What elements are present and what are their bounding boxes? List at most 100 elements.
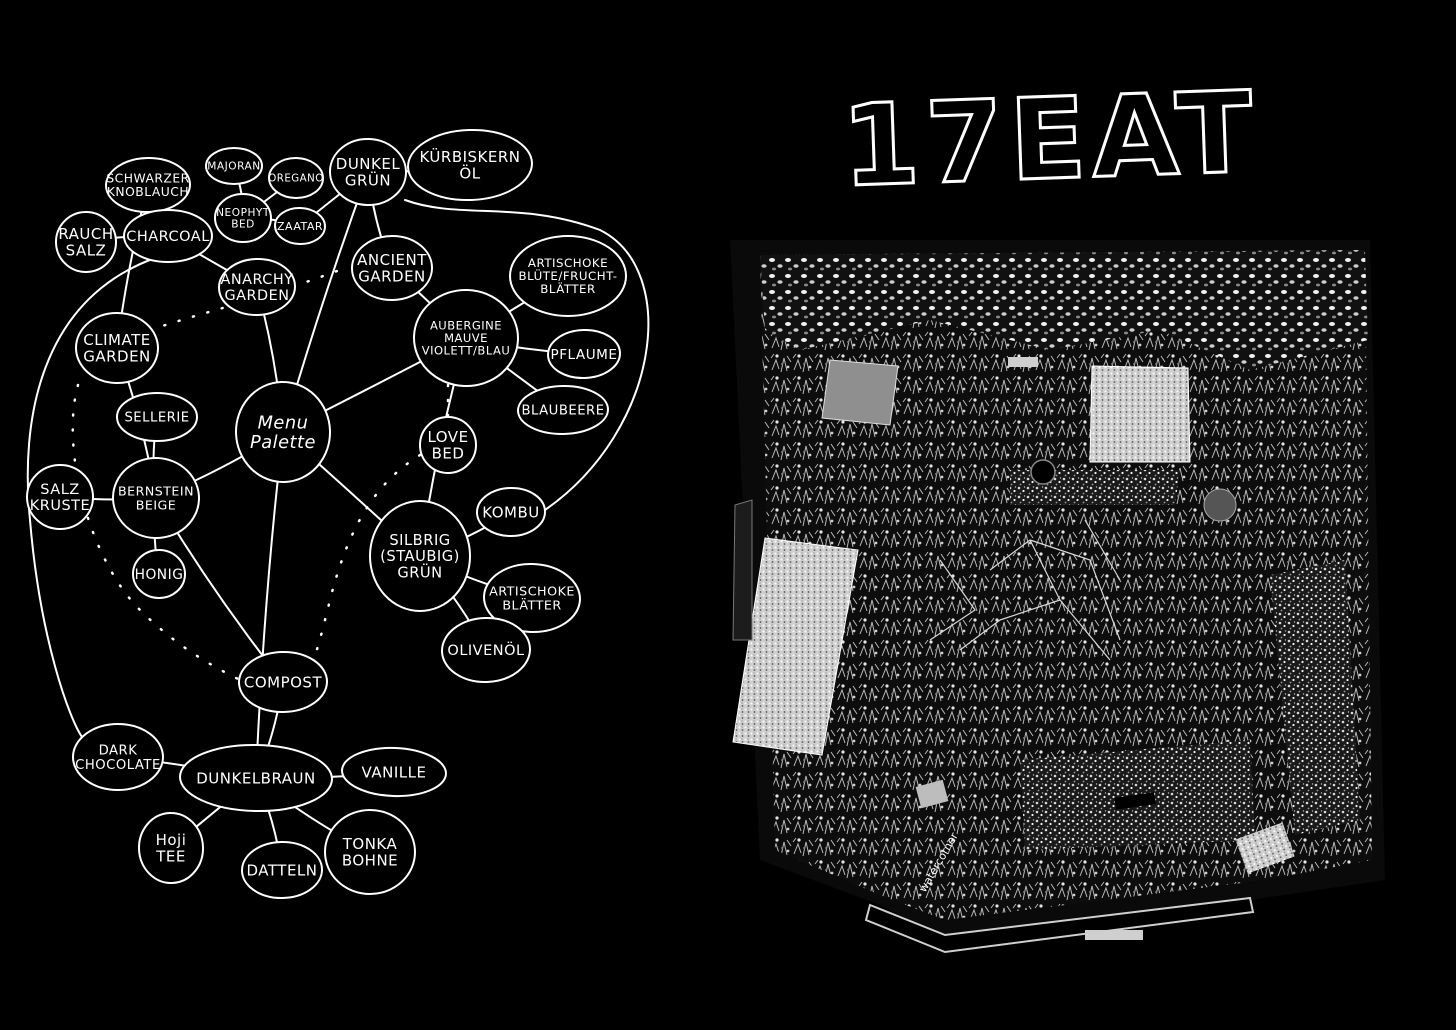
node-pflaume: PFLAUME xyxy=(547,328,621,380)
raised-bed-top-right xyxy=(1089,365,1191,463)
node-lovebed-label: BED xyxy=(432,445,465,463)
node-anarchy-label: GARDEN xyxy=(225,288,290,304)
wall-left xyxy=(732,499,753,641)
node-kuerbis-label: ÖL xyxy=(459,164,480,183)
node-pflaume-bubble xyxy=(547,328,621,380)
node-datteln: DATTELN xyxy=(241,840,323,900)
node-honig-label: HONIG xyxy=(135,567,184,583)
node-salzkruste-label: KRUSTE xyxy=(30,498,90,514)
node-darkchoc-label: DARK xyxy=(99,743,138,758)
node-aubergine-bubble xyxy=(413,288,519,388)
node-aubergine-label: MAUVE xyxy=(444,331,488,345)
node-ancient-label: GARDEN xyxy=(358,268,426,286)
bottom-sign xyxy=(1085,930,1143,940)
node-ancient-bubble xyxy=(351,234,433,302)
node-kombu-label: KOMBU xyxy=(482,503,540,521)
node-silbrig: SILBRIG(STAUBIG)GRÜN xyxy=(369,500,471,612)
node-majoran-bubble xyxy=(205,147,263,185)
crate-bottom xyxy=(915,779,949,809)
node-neophyt-bubble xyxy=(214,192,272,244)
node-tonka-label: BOHNE xyxy=(342,852,398,870)
node-blaubeere-bubble xyxy=(517,384,609,436)
node-hojitee-bubble xyxy=(137,812,205,884)
node-climate-label: GARDEN xyxy=(83,348,151,366)
node-honig: HONIG xyxy=(132,548,186,600)
node-climate-bubble xyxy=(75,311,159,385)
node-pflaume-label: PFLAUME xyxy=(551,347,618,363)
node-zaatar-bubble xyxy=(274,206,326,246)
node-bernstein-bubble xyxy=(112,456,200,540)
node-artischocke_bluete-label: BLÜTE/FRUCHT- xyxy=(519,267,618,283)
node-anarchy-label: ANARCHY xyxy=(221,272,294,288)
node-silbrig-label: SILBRIG xyxy=(389,532,450,549)
node-artischocke_bluete-label: BLÄTTER xyxy=(540,281,595,296)
dotted-path-silbrig xyxy=(308,453,422,667)
node-silbrig-label: GRÜN xyxy=(397,563,442,581)
black-pot xyxy=(1030,459,1056,485)
node-salzkruste-label: SALZ xyxy=(40,482,79,498)
node-olivenoel: OLIVENÖL xyxy=(441,616,531,684)
node-kuerbis-bubble xyxy=(407,128,533,202)
node-compost-bubble xyxy=(238,650,328,714)
node-silbrig-bubble xyxy=(369,500,471,612)
node-oregano: OREGANO xyxy=(268,156,324,200)
raised-bed-top-left xyxy=(821,359,899,426)
crate-right xyxy=(1235,822,1295,874)
node-compost-label: COMPOST xyxy=(244,673,323,691)
node-ancient-label: ANCIENT xyxy=(357,251,427,269)
node-darkchoc-label: CHOCOLATE xyxy=(75,758,161,773)
node-oregano-bubble xyxy=(268,156,324,200)
node-dunkelgruen-bubble xyxy=(329,137,407,207)
node-dunkelgruen-label: DUNKEL xyxy=(336,155,401,173)
node-bernstein-label: BEIGE xyxy=(136,497,177,512)
node-climate-label: CLIMATE xyxy=(83,331,150,349)
node-sellerie-label: SELLERIE xyxy=(124,411,189,426)
node-majoran-label: MAJORAN xyxy=(207,161,260,173)
dotted-path-left xyxy=(71,383,242,682)
gravel-strip-right xyxy=(1270,560,1360,835)
outer-loop-right xyxy=(404,199,650,511)
node-aubergine-label: AUBERGINE xyxy=(430,318,502,332)
raised-bed-left xyxy=(732,537,859,756)
node-silbrig-label: (STAUBIG) xyxy=(380,548,460,565)
bottom-ledge xyxy=(864,896,1255,954)
node-hojitee-label: TEE xyxy=(155,848,186,866)
node-menu-label: Palette xyxy=(250,432,316,453)
node-datteln-label: DATTELN xyxy=(247,861,318,879)
node-dunkelbraun-bubble xyxy=(179,743,333,813)
node-olivenoel-label: OLIVENÖL xyxy=(447,641,524,659)
node-rauch-bubble xyxy=(55,211,117,273)
node-majoran: MAJORAN xyxy=(205,147,263,185)
outer-loop-left xyxy=(26,257,156,738)
node-menu-bubble xyxy=(234,381,332,483)
node-artischocke_blaetter-label: BLÄTTER xyxy=(502,597,561,612)
node-charcoal-bubble xyxy=(123,209,213,263)
node-hojitee-label: Hoji xyxy=(156,831,187,849)
node-neophyt-label: BED xyxy=(231,219,255,231)
node-bernstein-label: BERNSTEIN xyxy=(118,483,194,498)
node-oregano-label: OREGANO xyxy=(268,174,324,185)
node-salzkruste-bubble xyxy=(26,463,94,531)
node-menu-label: Menu xyxy=(258,412,309,433)
node-dunkelbraun: DUNKELBRAUN xyxy=(179,743,333,813)
node-compost: COMPOST xyxy=(238,650,328,714)
page-title: 17EAT xyxy=(839,68,1260,212)
node-sellerie-bubble xyxy=(116,392,198,442)
node-darkchoc-bubble xyxy=(72,723,164,791)
